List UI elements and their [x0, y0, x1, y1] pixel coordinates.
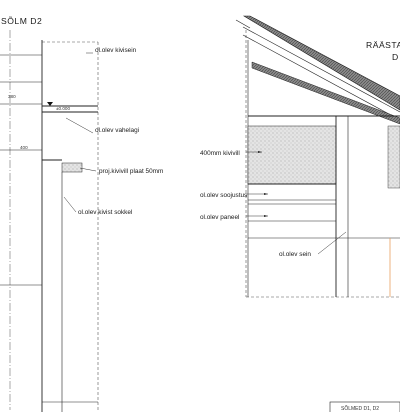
roof-deck — [242, 34, 400, 121]
dimension-400: 400 — [20, 145, 28, 150]
left-detail-title: SÕLM D2 — [1, 16, 42, 26]
level-label: ±0.000 — [56, 106, 70, 111]
right-detail-title-2: D — [392, 52, 399, 62]
label-kivivill-plaat: proj.kivivill plaat 50mm — [99, 168, 163, 175]
title-block-frame — [329, 401, 400, 412]
label-soojustus: ol.olev soojustus — [200, 192, 247, 199]
leader-kivivill — [79, 167, 97, 172]
right-detail: RÄÄSTA D 400mm kivivill ol.olev soojustu… — [200, 15, 400, 298]
label-vahelagi: ol.olev vahelagi — [95, 127, 139, 134]
label-kivivill: 400mm kivivill — [200, 150, 240, 157]
roof-edge — [235, 19, 251, 29]
leader-sokkel — [63, 196, 77, 213]
label-paneel: ol.olev paneel — [200, 214, 239, 221]
arrow-paneel-icon — [264, 215, 268, 217]
label-kivist-sokkel: ol.olev kivist sokkel — [78, 209, 132, 216]
rafter — [251, 61, 400, 125]
left-detail: SÕLM D2 380 ±0.000 400 ol.ole — [0, 16, 163, 412]
roof-covering — [242, 15, 400, 111]
interior-insulation — [387, 125, 400, 189]
right-detail-title-1: RÄÄSTA — [366, 40, 400, 50]
title-block: SÕLMED D1, D2 — [329, 401, 400, 412]
leader-sein — [317, 231, 347, 255]
dimension-380: 380 — [8, 94, 16, 99]
insulation-board — [61, 162, 83, 173]
leader-vahelagi — [65, 117, 94, 134]
arrow-soojustus-icon — [264, 193, 268, 195]
level-marker-icon — [47, 102, 53, 106]
roof-underlay — [242, 26, 400, 113]
arrow-kivivill-icon — [258, 151, 262, 153]
sheet-title: SÕLMED D1, D2 — [341, 405, 379, 412]
label-kivisein: ol.olev kivisein — [95, 47, 137, 54]
mineral-wool-block — [247, 125, 337, 185]
label-sein: ol.olev sein — [279, 251, 311, 258]
